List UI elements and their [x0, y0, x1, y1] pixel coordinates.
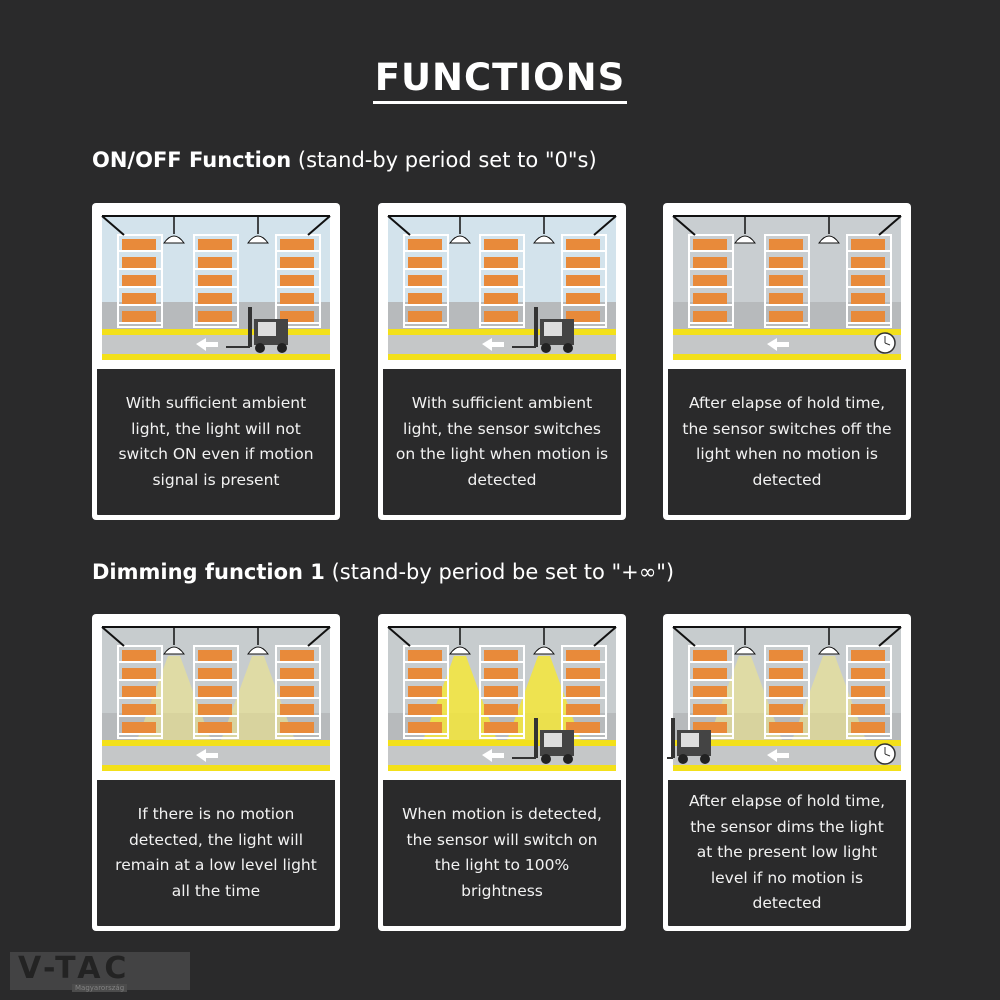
ceiling-lamp-icon: [533, 216, 555, 244]
ceiling-lamp-icon: [818, 627, 840, 655]
section-heading-dimming: Dimming function 1 (stand-by period be s…: [92, 560, 675, 584]
warehouse-illustration: [667, 207, 907, 365]
shelf-rack: [403, 234, 449, 328]
warehouse-illustration: [667, 618, 907, 776]
card-description: After elapse of hold time, the sensor sw…: [666, 367, 908, 517]
arrow-left-icon: [767, 749, 789, 762]
ceiling-lamp-icon: [247, 627, 269, 655]
shelf-rack: [764, 645, 810, 739]
card-description: When motion is detected, the sensor will…: [381, 778, 623, 928]
page-title: FUNCTIONS: [0, 56, 1000, 104]
ceiling-lamp-icon: [449, 216, 471, 244]
ceiling-lamp-icon: [734, 216, 756, 244]
arrow-left-icon: [482, 338, 504, 351]
function-card: When motion is detected, the sensor will…: [378, 614, 626, 931]
ceiling-lamp-icon: [163, 216, 185, 244]
shelf-rack: [193, 645, 239, 739]
shelf-rack: [688, 645, 734, 739]
warehouse-illustration: [382, 618, 622, 776]
shelf-rack: [846, 234, 892, 328]
forklift-icon: [226, 307, 288, 353]
warehouse-illustration: [382, 207, 622, 365]
section-heading-onoff: ON/OFF Function (stand-by period set to …: [92, 148, 597, 172]
ceiling-lamp-icon: [818, 216, 840, 244]
function-card: If there is no motion detected, the ligh…: [92, 614, 340, 931]
card-description: With sufficient ambient light, the light…: [95, 367, 337, 517]
shelf-rack: [479, 234, 525, 328]
shelf-rack: [275, 645, 321, 739]
shelf-rack: [764, 234, 810, 328]
shelf-rack: [117, 645, 163, 739]
arrow-left-icon: [482, 749, 504, 762]
shelf-rack: [479, 645, 525, 739]
card-description: If there is no motion detected, the ligh…: [95, 778, 337, 928]
card-description: With sufficient ambient light, the senso…: [381, 367, 623, 517]
clock-icon: [874, 332, 896, 354]
function-card: With sufficient ambient light, the senso…: [378, 203, 626, 520]
arrow-left-icon: [196, 338, 218, 351]
shelf-rack: [193, 234, 239, 328]
arrow-left-icon: [196, 749, 218, 762]
shelf-rack: [561, 234, 607, 328]
function-card: After elapse of hold time, the sensor di…: [663, 614, 911, 931]
clock-icon: [874, 743, 896, 765]
warehouse-illustration: [96, 207, 336, 365]
ceiling-lamp-icon: [734, 627, 756, 655]
card-description: After elapse of hold time, the sensor di…: [666, 778, 908, 928]
ceiling-lamp-icon: [533, 627, 555, 655]
forklift-icon: [512, 307, 574, 353]
shelf-rack: [117, 234, 163, 328]
shelf-rack: [275, 234, 321, 328]
shelf-rack: [403, 645, 449, 739]
function-card: With sufficient ambient light, the light…: [92, 203, 340, 520]
forklift-icon: [512, 718, 574, 764]
function-card: After elapse of hold time, the sensor sw…: [663, 203, 911, 520]
arrow-left-icon: [767, 338, 789, 351]
ceiling-lamp-icon: [449, 627, 471, 655]
forklift-icon: [667, 718, 711, 764]
shelf-rack: [561, 645, 607, 739]
ceiling-lamp-icon: [247, 216, 269, 244]
ceiling-lamp-icon: [163, 627, 185, 655]
shelf-rack: [688, 234, 734, 328]
warehouse-illustration: [96, 618, 336, 776]
shelf-rack: [846, 645, 892, 739]
